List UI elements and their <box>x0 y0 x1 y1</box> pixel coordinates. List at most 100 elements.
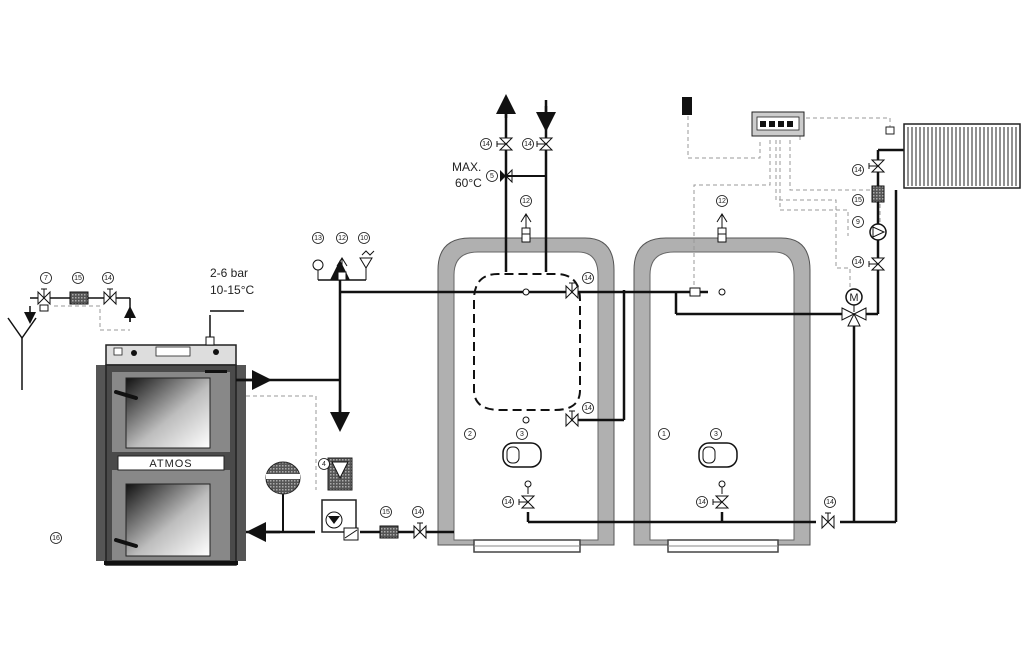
air-vent-icon <box>520 213 532 237</box>
component-number-pump: 9 <box>852 216 864 228</box>
component-number-drain_tank2: 14 <box>502 496 514 508</box>
component-number-tank2: 2 <box>464 428 476 440</box>
boiler <box>96 344 246 566</box>
component-number-drain_tank1: 14 <box>696 496 708 508</box>
valve-icon <box>565 410 579 428</box>
flange-tank-1 <box>698 442 738 468</box>
valve-icon <box>821 512 835 530</box>
component-number-air_vent_boiler: 12 <box>336 232 348 244</box>
sensor-icon <box>718 288 726 296</box>
three-way-valve-icon <box>841 307 867 327</box>
component-number-text: 10 <box>360 235 368 242</box>
valve-icon <box>868 257 886 271</box>
component-number-text: 9 <box>856 219 860 226</box>
inlet-connector-icon <box>205 336 215 346</box>
valve-icon <box>496 137 514 151</box>
component-number-text: 12 <box>522 198 530 205</box>
component-number-air_vent_tank1: 12 <box>716 195 728 207</box>
pump-icon <box>869 223 887 241</box>
valve-icon <box>103 288 117 306</box>
drain-valve-icon <box>518 495 536 509</box>
component-number-text: 14 <box>414 509 422 516</box>
radiator-icon <box>885 123 1021 189</box>
component-number-text: 14 <box>698 499 706 506</box>
relief-valve-icon <box>359 250 375 280</box>
component-number-text: 15 <box>854 197 862 204</box>
component-number-text: 14 <box>504 499 512 506</box>
air-vent-icon <box>336 257 348 281</box>
component-number-valve_dhw_out: 14 <box>480 138 492 150</box>
laddomat-unit <box>321 457 359 541</box>
component-number-flange_tank2: 3 <box>516 428 528 440</box>
component-number-valve_rad_top: 14 <box>852 164 864 176</box>
boiler-brand: ATMOS <box>149 458 192 470</box>
component-number-text: 14 <box>854 167 862 174</box>
max-temp-label-line2: 60°C <box>455 176 482 190</box>
component-number-text: 7 <box>44 275 48 282</box>
flange-tank-2 <box>502 442 542 468</box>
safety-valve-icon <box>37 288 51 306</box>
component-number-text: 12 <box>338 235 346 242</box>
component-number-air_vent_tank2: 12 <box>520 195 532 207</box>
motor-valve-icon: M <box>845 288 863 312</box>
component-number-text: 5 <box>490 173 494 180</box>
component-number-valve_return: 14 <box>412 506 424 518</box>
storage-tank-2 <box>437 237 615 553</box>
control-wiring <box>54 116 891 490</box>
outdoor-sensor-icon <box>682 97 692 115</box>
component-number-text: 14 <box>854 259 862 266</box>
pressure-label: 2-6 bar <box>210 266 248 280</box>
valve-body-icon <box>39 304 49 312</box>
component-number-mixing_valve: 5 <box>486 170 498 182</box>
sensor-icon <box>522 416 530 424</box>
component-number-safety_valve: 7 <box>40 272 52 284</box>
sensor-icon <box>524 480 532 488</box>
component-number-text: 16 <box>52 535 60 542</box>
sensor-icon <box>718 480 726 488</box>
valve-icon <box>536 137 554 151</box>
tank-connector-icon <box>717 233 727 243</box>
component-number-laddomat: 4 <box>318 458 330 470</box>
component-number-text: 15 <box>74 275 82 282</box>
valve-icon <box>868 159 886 173</box>
component-number-tank1: 1 <box>658 428 670 440</box>
component-number-text: 14 <box>826 499 834 506</box>
component-number-flange_tank1: 3 <box>710 428 722 440</box>
component-number-thermometer: 13 <box>312 232 324 244</box>
component-number-text: 14 <box>104 275 112 282</box>
mixing-valve-icon <box>500 168 546 184</box>
filter-icon <box>69 291 89 305</box>
component-number-text: 14 <box>482 141 490 148</box>
component-number-floor_item: 16 <box>50 532 62 544</box>
component-number-text: 1 <box>662 431 666 438</box>
sensor-icon <box>689 287 701 297</box>
cold-water-temp-label: 10-15°C <box>210 283 254 297</box>
component-number-valve_inlet: 14 <box>102 272 114 284</box>
component-number-valve_dhw_in: 14 <box>522 138 534 150</box>
sensor-icon <box>522 288 530 296</box>
component-number-text: 3 <box>714 431 718 438</box>
valve-icon <box>413 522 427 540</box>
controller-icon <box>751 111 805 137</box>
component-number-valve_rad_bottom: 14 <box>852 256 864 268</box>
component-number-text: 12 <box>718 198 726 205</box>
component-number-text: 14 <box>584 275 592 282</box>
drain-funnel-icon <box>7 306 37 390</box>
component-number-valve_tank2_top: 14 <box>582 272 594 284</box>
component-number-filter_inlet: 15 <box>72 272 84 284</box>
air-vent-icon <box>716 213 728 237</box>
filter-icon <box>379 525 399 539</box>
component-number-relief_valve: 10 <box>358 232 370 244</box>
max-temp-label-line1: MAX. <box>452 160 481 174</box>
component-number-text: 13 <box>314 235 322 242</box>
filter-icon <box>871 185 885 203</box>
component-number-text: 4 <box>322 461 326 468</box>
valve-icon <box>565 282 579 300</box>
component-number-filter_rad: 15 <box>852 194 864 206</box>
expansion-vessel-icon <box>265 461 301 532</box>
tank-connector-icon <box>521 233 531 243</box>
component-number-valve_tank2_coil: 14 <box>582 402 594 414</box>
component-number-filter_return: 15 <box>380 506 392 518</box>
drain-valve-icon <box>712 495 730 509</box>
